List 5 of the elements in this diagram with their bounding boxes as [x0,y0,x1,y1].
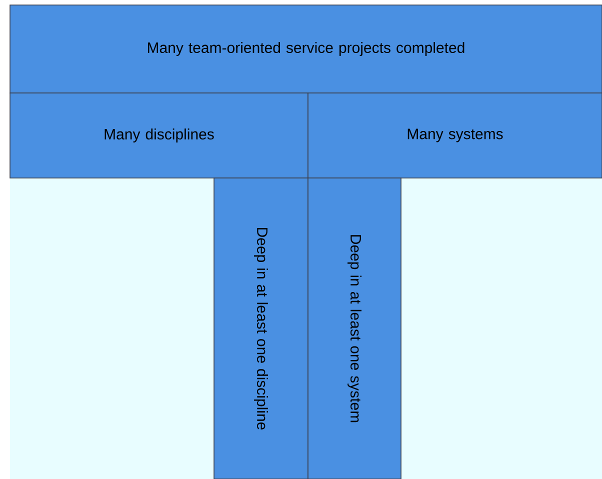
column-box: Many systems [308,92,602,178]
vertical-bar: Deep in at least one system [308,178,402,479]
node-label: Deep in at least one discipline [254,228,268,430]
column-box: Many disciplines [10,92,308,178]
vertical-bar: Deep in at least one discipline [214,178,308,479]
